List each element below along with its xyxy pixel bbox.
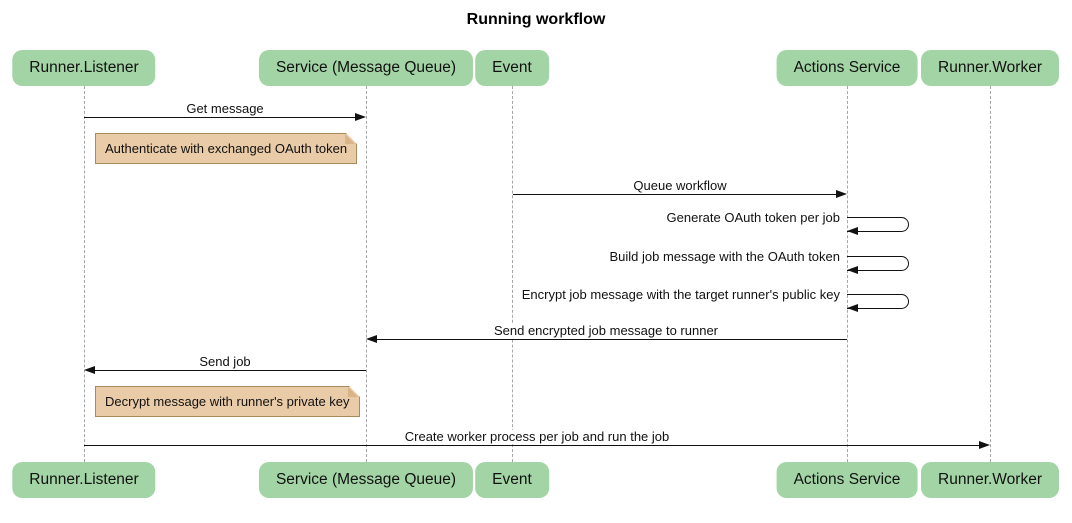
arrowhead-right-icon xyxy=(979,441,990,449)
message-label-send-encrypted: Send encrypted job message to runner xyxy=(490,324,722,338)
self-loop-build-job-message xyxy=(847,256,909,271)
participant-top-runner-worker: Runner.Worker xyxy=(921,50,1059,86)
participant-top-service-message-queue: Service (Message Queue) xyxy=(258,50,474,86)
arrowhead-right-icon xyxy=(836,190,847,198)
lifeline-service-message-queue xyxy=(366,86,367,462)
arrowhead-left-icon xyxy=(847,304,858,312)
diagram-title: Running workflow xyxy=(466,11,606,28)
message-line-get-message xyxy=(84,117,356,118)
participant-bottom-runner-worker: Runner.Worker xyxy=(921,462,1059,498)
participant-bottom-runner-listener: Runner.Listener xyxy=(12,462,156,498)
participant-top-actions-service: Actions Service xyxy=(776,50,918,86)
message-label-build-job-message: Build job message with the OAuth token xyxy=(606,250,843,264)
note-authenticate: Authenticate with exchanged OAuth token xyxy=(95,132,358,164)
message-label-encrypt-job-message: Encrypt job message with the target runn… xyxy=(518,288,843,302)
arrowhead-right-icon xyxy=(355,113,366,121)
message-label-queue-workflow: Queue workflow xyxy=(630,179,730,193)
message-label-get-message: Get message xyxy=(183,102,267,116)
participant-bottom-service-message-queue: Service (Message Queue) xyxy=(258,462,474,498)
arrowhead-left-icon xyxy=(366,335,377,343)
lifeline-runner-listener xyxy=(84,86,85,462)
participant-bottom-actions-service: Actions Service xyxy=(776,462,918,498)
message-line-send-encrypted xyxy=(377,339,847,340)
note-decrypt: Decrypt message with runner's private ke… xyxy=(95,385,360,417)
arrowhead-left-icon xyxy=(84,366,95,374)
lifeline-actions-service xyxy=(847,86,848,462)
self-loop-encrypt-job-message xyxy=(847,294,909,309)
participant-bottom-event: Event xyxy=(475,462,549,498)
message-label-generate-oauth: Generate OAuth token per job xyxy=(663,211,843,225)
arrowhead-left-icon xyxy=(847,227,858,235)
message-line-create-worker xyxy=(84,445,979,446)
message-line-send-job xyxy=(95,370,366,371)
message-label-send-job: Send job xyxy=(196,355,254,369)
self-loop-generate-oauth xyxy=(847,217,909,232)
lifeline-event xyxy=(512,86,513,462)
participant-top-runner-listener: Runner.Listener xyxy=(12,50,156,86)
arrowhead-left-icon xyxy=(847,266,858,274)
participant-top-event: Event xyxy=(475,50,549,86)
lifeline-runner-worker xyxy=(990,86,991,462)
message-label-create-worker: Create worker process per job and run th… xyxy=(401,430,673,444)
message-line-queue-workflow xyxy=(513,194,836,195)
